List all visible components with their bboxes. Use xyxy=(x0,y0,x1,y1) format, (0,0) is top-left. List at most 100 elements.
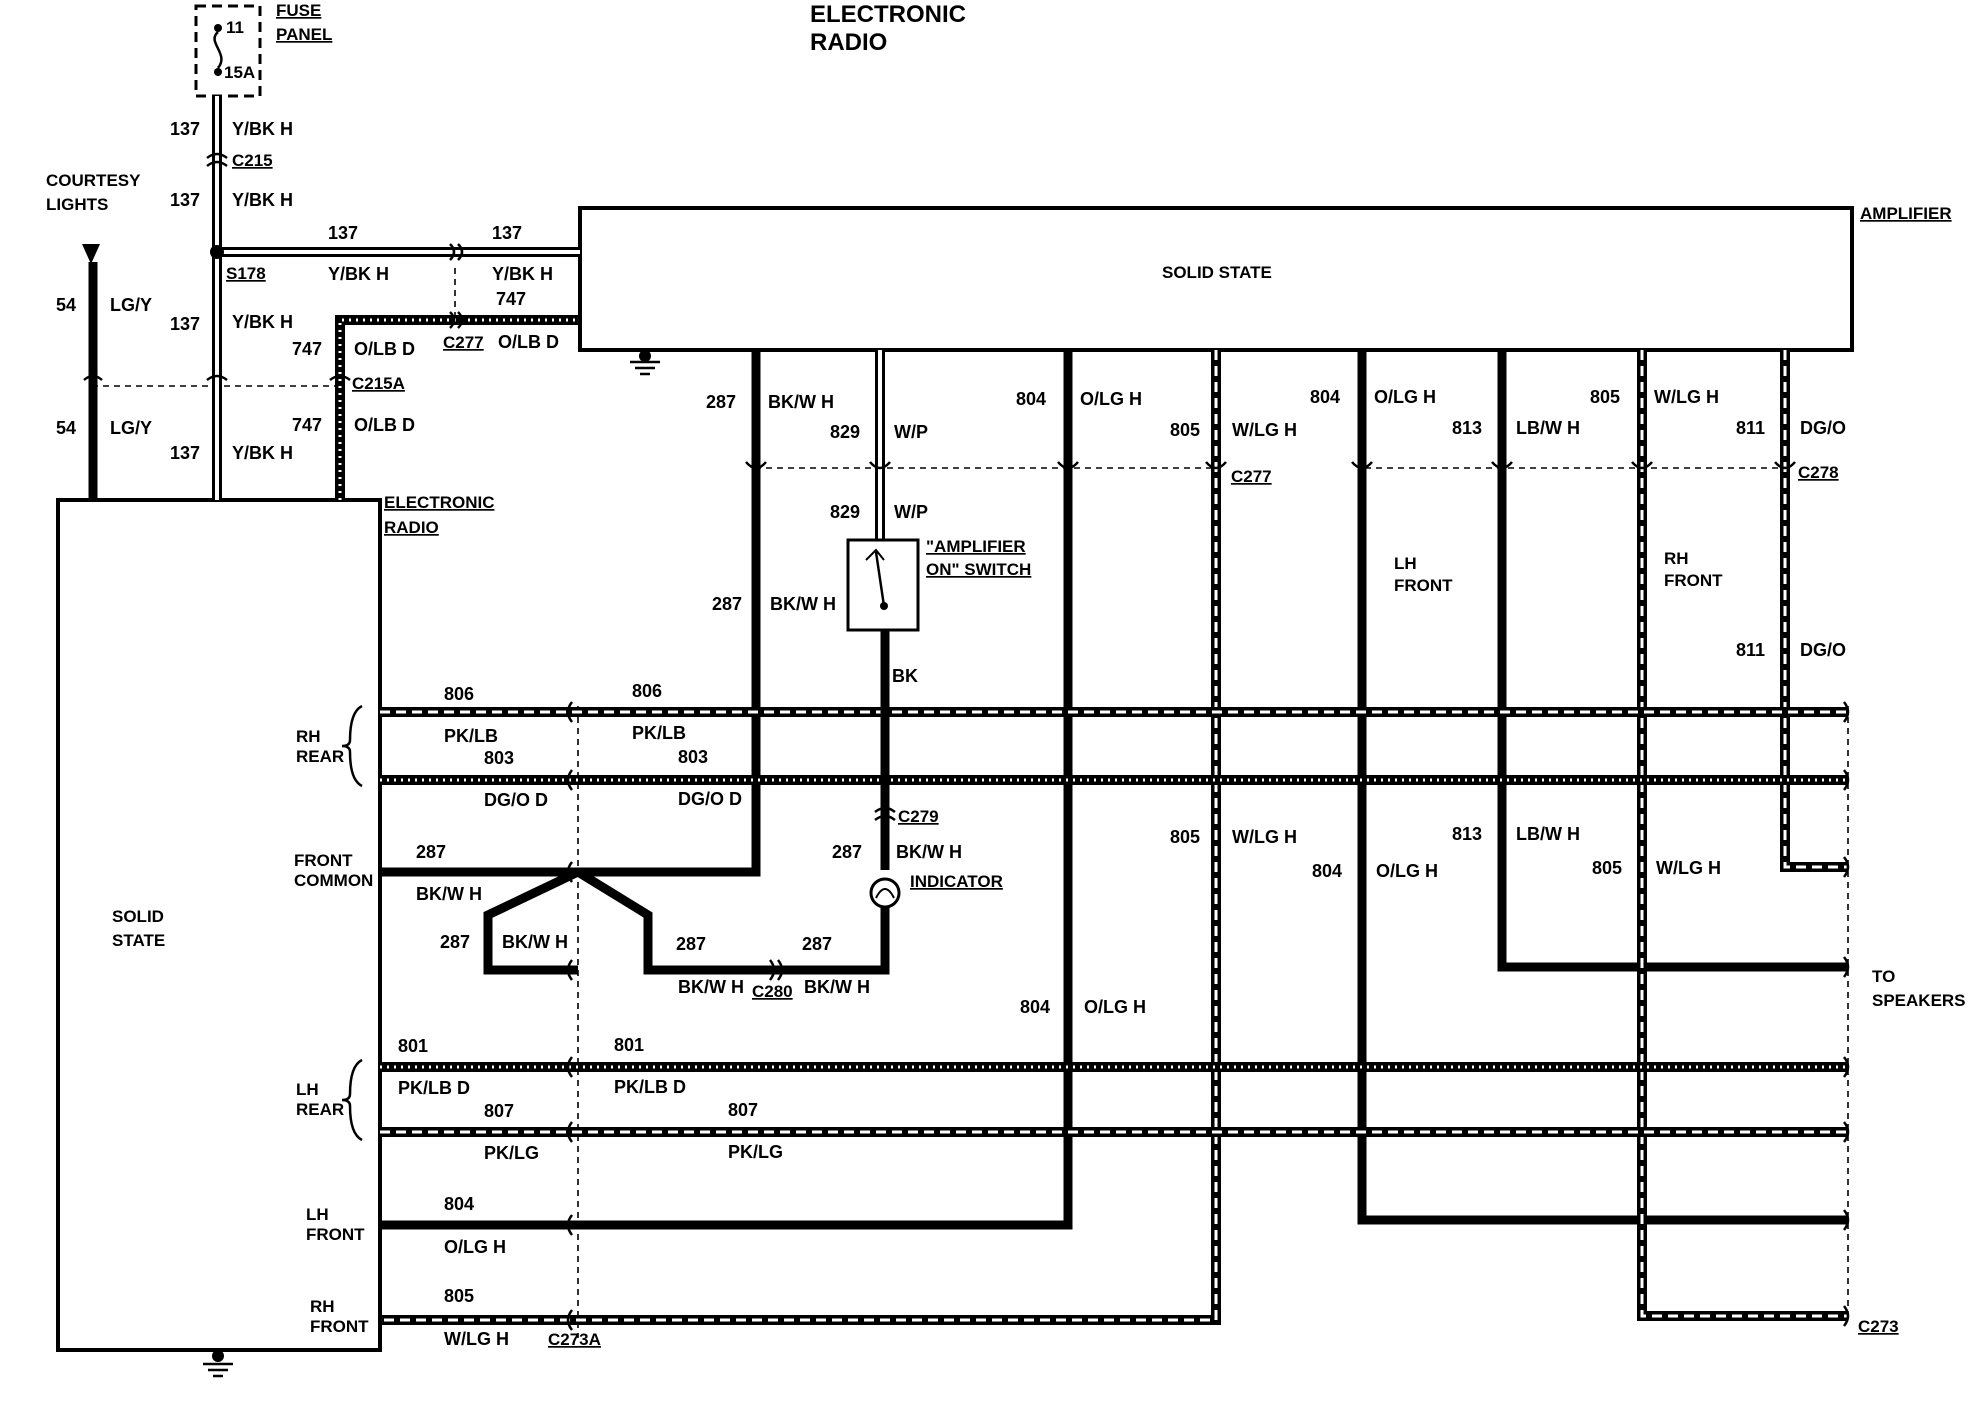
circuit-number: 805 xyxy=(444,1286,474,1306)
connector-c277-top: C277 xyxy=(443,333,484,352)
circuit-color: Y/BK H xyxy=(492,264,553,284)
circuit-color: DG/O xyxy=(1800,418,1846,438)
courtesy-lights-label-line2: LIGHTS xyxy=(46,195,108,214)
group-rh-rear-line1: RH xyxy=(296,727,321,746)
circuit-color: LB/W H xyxy=(1516,824,1580,844)
circuit-number: 804 xyxy=(1020,997,1050,1017)
circuit-color: LB/W H xyxy=(1516,418,1580,438)
circuit-number: 287 xyxy=(712,594,742,614)
speaker-rh-front-line2: FRONT xyxy=(1664,571,1723,590)
amplifier-switch-label-line1: "AMPLIFIER xyxy=(926,537,1026,556)
circuit-number: 813 xyxy=(1452,824,1482,844)
circuit-number: 287 xyxy=(832,842,862,862)
brace-rh-rear xyxy=(341,704,363,788)
circuit-number: 811 xyxy=(1736,418,1765,438)
circuit-color: BK/W H xyxy=(770,594,836,614)
fuse-rating: 15A xyxy=(224,63,255,82)
group-lh-rear-line2: REAR xyxy=(296,1100,344,1119)
circuit-number: 137 xyxy=(170,190,200,210)
connector-c277-amp: C277 xyxy=(1231,467,1272,486)
circuit-number: 287 xyxy=(706,392,736,412)
circuit-number: 806 xyxy=(632,681,662,701)
circuit-number: 54 xyxy=(56,295,76,315)
circuit-number: 137 xyxy=(170,443,200,463)
circuit-color: Y/BK H xyxy=(232,312,293,332)
circuit-color: Y/BK H xyxy=(232,190,293,210)
connector-c279: C279 xyxy=(898,807,939,826)
amplifier-on-switch[interactable] xyxy=(846,538,920,632)
radio-label-line1: ELECTRONIC xyxy=(384,493,495,512)
group-front-common-line1: FRONT xyxy=(294,851,353,870)
group-lh-front-line2: FRONT xyxy=(306,1225,365,1244)
circuit-number: 137 xyxy=(492,223,522,243)
circuit-color: W/LG H xyxy=(1232,827,1297,847)
circuit-color: PK/LB xyxy=(444,726,498,746)
circuit-color: PK/LG xyxy=(484,1143,539,1163)
circuit-color: O/LB D xyxy=(354,339,415,359)
splice-s178: S178 xyxy=(226,264,266,283)
circuit-color: O/LG H xyxy=(1080,389,1142,409)
circuit-color: O/LG H xyxy=(1084,997,1146,1017)
connector-c273: C273 xyxy=(1858,1317,1899,1336)
indicator-lamp-icon xyxy=(869,877,901,909)
circuit-number: 803 xyxy=(678,747,708,767)
radio-inner-label-line2: STATE xyxy=(112,931,165,950)
circuit-number: 829 xyxy=(830,422,860,442)
speaker-rh-front-line1: RH xyxy=(1664,549,1689,568)
circuit-number: 805 xyxy=(1170,420,1200,440)
circuit-color: LG/Y xyxy=(110,295,152,315)
group-rh-rear-line2: REAR xyxy=(296,747,344,766)
circuit-number: 137 xyxy=(170,119,200,139)
circuit-number: 804 xyxy=(1016,389,1046,409)
circuit-color: W/LG H xyxy=(444,1329,509,1349)
diagram-title-line1: ELECTRONIC xyxy=(810,1,966,28)
amplifier-box: SOLID STATE xyxy=(578,206,1854,352)
fuse-panel-label-line1: FUSE xyxy=(276,1,321,20)
circuit-color: PK/LB D xyxy=(614,1077,686,1097)
circuit-color: Y/BK H xyxy=(232,119,293,139)
circuit-color: LG/Y xyxy=(110,418,152,438)
circuit-number: 806 xyxy=(444,684,474,704)
connector-symbols xyxy=(83,152,1850,1331)
fuse-panel-label-line2: PANEL xyxy=(276,25,332,44)
circuit-number: 813 xyxy=(1452,418,1482,438)
speaker-lh-front-line1: LH xyxy=(1394,554,1417,573)
circuit-color: W/P xyxy=(894,422,928,442)
fuse-number: 11 xyxy=(226,18,244,37)
amplifier-switch-label-line2: ON" SWITCH xyxy=(926,560,1031,579)
circuit-color: BK/W H xyxy=(804,977,870,997)
circuit-number: 807 xyxy=(728,1100,758,1120)
circuit-number: 804 xyxy=(444,1194,474,1214)
circuit-color: DG/O D xyxy=(678,789,742,809)
circuit-number: 805 xyxy=(1170,827,1200,847)
circuit-color: Y/BK H xyxy=(232,443,293,463)
diagram-title-line2: RADIO xyxy=(810,29,887,56)
circuit-color: W/LG H xyxy=(1232,420,1297,440)
connector-c280: C280 xyxy=(752,982,793,1001)
radio-box: SOLID STATE xyxy=(56,498,382,1352)
circuit-color: BK/W H xyxy=(502,932,568,952)
indicator-label: INDICATOR xyxy=(910,872,1003,891)
circuit-color: O/LG H xyxy=(444,1237,506,1257)
circuit-number: 287 xyxy=(416,842,446,862)
circuit-color: O/LB D xyxy=(498,332,559,352)
circuit-color: PK/LB xyxy=(632,723,686,743)
circuit-number: 287 xyxy=(676,934,706,954)
circuit-color: PK/LG xyxy=(728,1142,783,1162)
circuit-color: PK/LB D xyxy=(398,1078,470,1098)
circuit-color: W/LG H xyxy=(1656,858,1721,878)
to-speakers-line1: TO xyxy=(1872,967,1895,986)
circuit-color: DG/O xyxy=(1800,640,1846,660)
connector-c273a: C273A xyxy=(548,1330,601,1349)
circuit-color: O/LB D xyxy=(354,415,415,435)
circuit-number: 287 xyxy=(440,932,470,952)
circuit-number: 807 xyxy=(484,1101,514,1121)
connector-c215a: C215A xyxy=(352,374,405,393)
circuit-number: 137 xyxy=(170,314,200,334)
radio-label-line2: RADIO xyxy=(384,518,439,537)
radio-inner-label-line1: SOLID xyxy=(112,907,164,926)
circuit-labels: 137 Y/BK H 137 Y/BK H 137 Y/BK H 137 Y/B… xyxy=(56,119,1846,1349)
circuit-number: 803 xyxy=(484,748,514,768)
courtesy-lights-arrow-icon xyxy=(82,244,100,264)
